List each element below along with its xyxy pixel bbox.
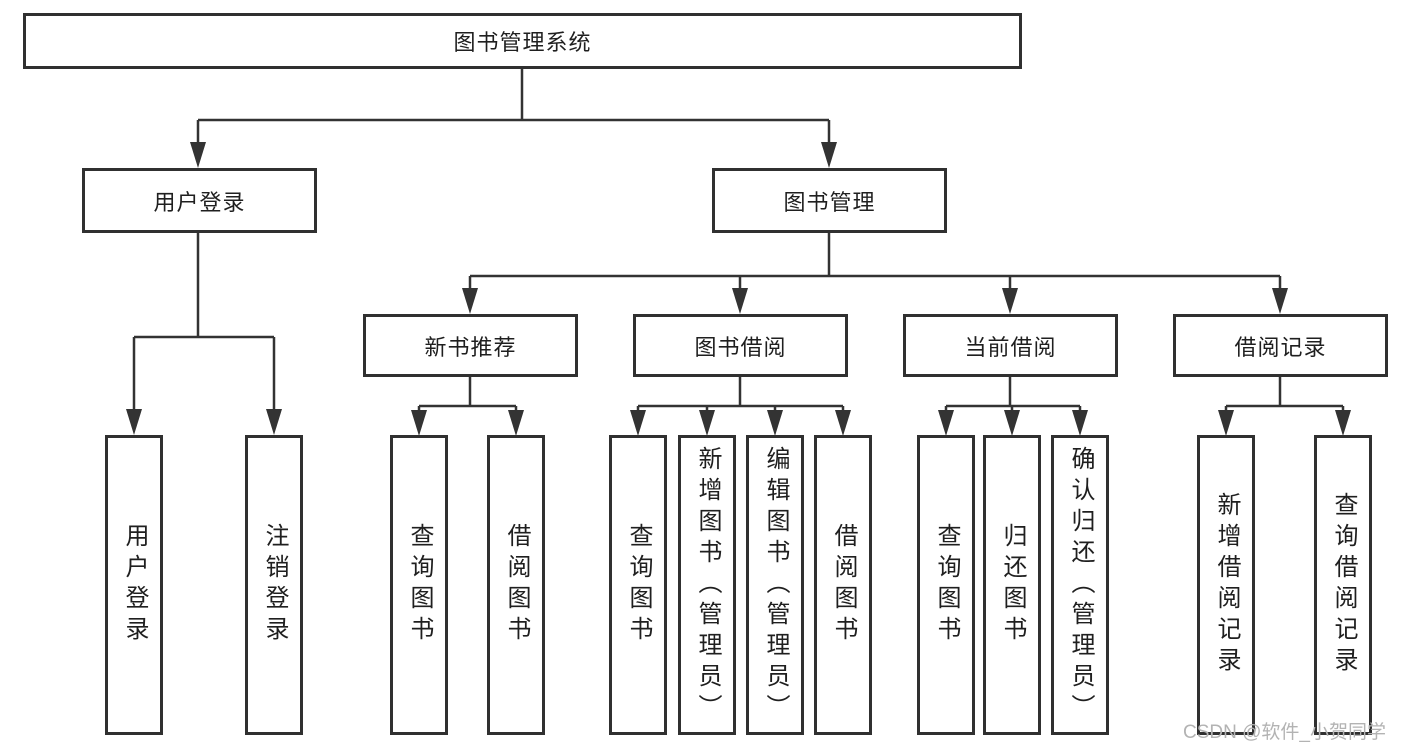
node-borrow-records: 借阅记录: [1173, 314, 1388, 377]
node-user-login-group-label: 用户登录: [153, 189, 246, 215]
leaf-borrow-borrow-books-label: 借阅图书: [830, 523, 857, 647]
node-new-book-recommend-label: 新书推荐: [424, 334, 517, 360]
leaf-borrow-edit-books-admin-label: 编辑图书（管理员）: [762, 445, 789, 725]
node-book-borrow-label: 图书借阅: [694, 334, 787, 360]
leaf-records-query-record-label: 查询借阅记录: [1330, 492, 1357, 678]
connector-borrow-records-children: [1224, 377, 1345, 418]
arrow-down-icon: [1335, 410, 1351, 436]
arrow-down-icon: [126, 409, 142, 435]
node-borrow-records-label: 借阅记录: [1234, 334, 1327, 360]
connector-root-to-level2: [196, 69, 831, 148]
arrow-down-icon: [821, 142, 837, 168]
arrow-down-icon: [732, 288, 748, 314]
connector-new-book-recommend-children: [417, 377, 518, 418]
arrow-down-icon: [190, 142, 206, 168]
leaf-current-return-books: 归还图书: [983, 435, 1041, 735]
leaf-recommend-query-books: 查询图书: [390, 435, 448, 735]
leaf-current-return-books-label: 归还图书: [999, 523, 1026, 647]
leaf-current-query-books-label: 查询图书: [933, 523, 960, 647]
leaf-recommend-borrow-books-label: 借阅图书: [503, 523, 530, 647]
arrow-down-icon: [630, 410, 646, 436]
node-book-management: 图书管理: [712, 168, 947, 233]
leaf-records-add-record: 新增借阅记录: [1197, 435, 1255, 735]
leaf-user-login-label: 用户登录: [121, 523, 148, 647]
leaf-borrow-edit-books-admin: 编辑图书（管理员）: [746, 435, 804, 735]
leaf-recommend-borrow-books: 借阅图书: [487, 435, 545, 735]
node-current-borrow-label: 当前借阅: [964, 334, 1057, 360]
node-book-borrow: 图书借阅: [633, 314, 848, 377]
leaf-borrow-add-books-admin-label: 新增图书（管理员）: [694, 445, 721, 725]
arrow-down-icon: [508, 410, 524, 436]
leaf-current-confirm-return-admin-label: 确认归还（管理员）: [1067, 445, 1094, 725]
arrow-down-icon: [462, 288, 478, 314]
csdn-watermark: CSDN @软件_小贺同学: [1183, 722, 1386, 743]
leaf-borrow-add-books-admin: 新增图书（管理员）: [678, 435, 736, 735]
leaf-current-confirm-return-admin: 确认归还（管理员）: [1051, 435, 1109, 735]
leaf-recommend-query-books-label: 查询图书: [406, 523, 433, 647]
node-book-management-label: 图书管理: [783, 189, 876, 215]
arrow-down-icon: [767, 410, 783, 436]
node-new-book-recommend: 新书推荐: [363, 314, 578, 377]
arrow-down-icon: [1004, 410, 1020, 436]
arrow-down-icon: [1272, 288, 1288, 314]
arrow-down-icon: [1072, 410, 1088, 436]
leaf-borrow-query-books: 查询图书: [609, 435, 667, 735]
node-user-login-group: 用户登录: [82, 168, 317, 233]
arrow-down-icon: [835, 410, 851, 436]
connector-book-management-children: [468, 233, 1282, 292]
leaf-current-query-books: 查询图书: [917, 435, 975, 735]
arrow-down-icon: [938, 410, 954, 436]
node-current-borrow: 当前借阅: [903, 314, 1118, 377]
leaf-borrow-query-books-label: 查询图书: [625, 523, 652, 647]
leaf-records-add-record-label: 新增借阅记录: [1213, 492, 1240, 678]
arrow-down-icon: [699, 410, 715, 436]
connector-book-borrow-children: [636, 377, 845, 418]
node-root: 图书管理系统: [23, 13, 1022, 69]
leaf-logout-label: 注销登录: [261, 523, 288, 647]
leaf-borrow-borrow-books: 借阅图书: [814, 435, 872, 735]
connector-user-login-children: [132, 233, 276, 416]
arrow-down-icon: [411, 410, 427, 436]
node-root-label: 图书管理系统: [453, 30, 592, 55]
leaf-logout: 注销登录: [245, 435, 303, 735]
arrow-down-icon: [1218, 410, 1234, 436]
arrow-down-icon: [1002, 288, 1018, 314]
leaf-user-login: 用户登录: [105, 435, 163, 735]
arrow-down-icon: [266, 409, 282, 435]
leaf-records-query-record: 查询借阅记录: [1314, 435, 1372, 735]
